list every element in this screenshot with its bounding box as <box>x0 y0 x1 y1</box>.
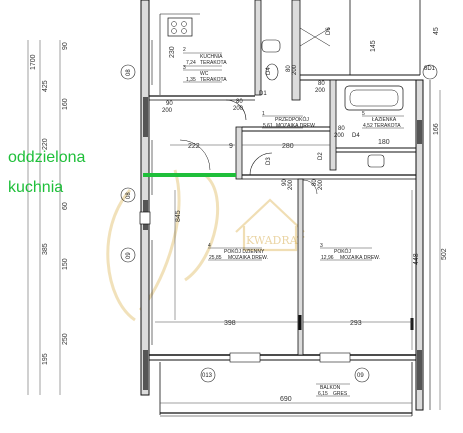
dim-160: 160 <box>62 98 69 110</box>
room-number: 3 <box>320 243 323 249</box>
dim-150: 150 <box>62 258 69 270</box>
room-floor: TERAKOTA <box>374 123 401 129</box>
door-size-w: 80 <box>338 126 345 132</box>
room-area: 1,35 <box>186 77 196 83</box>
room-area: 4,52 <box>363 123 373 129</box>
door-size-h: 200 <box>233 106 244 112</box>
room-balcony: BALKON 6,15 GRES <box>316 383 350 397</box>
dim-280: 280 <box>282 143 294 150</box>
dim-45: 45 <box>433 27 440 35</box>
dimension-labels: 1700 425 160 220 385 60 150 250 195 222 … <box>30 27 448 403</box>
dim-166: 166 <box>433 123 440 135</box>
axis-09: 09 <box>126 252 132 259</box>
dim-690: 690 <box>280 396 292 403</box>
watermark: KWADRAT <box>106 169 305 322</box>
room-number: 1 <box>262 111 265 117</box>
dim-230: 230 <box>169 46 176 58</box>
annotation-line1: oddzielona <box>8 149 86 166</box>
door-d1: D1 <box>259 91 267 97</box>
room-kitchen: 2 KUCHNIA 7,24 TERAKOTA <box>183 47 227 67</box>
room-name: POKÓJ DZIENNY <box>224 248 265 255</box>
room-name: POKÓJ <box>334 248 351 255</box>
room-floor: TERAKOTA <box>200 77 227 83</box>
dim-250: 250 <box>62 333 69 345</box>
annotation-line2: kuchnia <box>8 179 63 196</box>
door-size-w: 80 <box>286 65 292 72</box>
room-wc: 3 WC 1,35 TERAKOTA <box>183 65 227 83</box>
dim-448: 448 <box>413 253 420 265</box>
dim-293: 293 <box>350 320 362 327</box>
door-d2: D2 <box>318 152 324 160</box>
room-labels: 2 KUCHNIA 7,24 TERAKOTA 3 WC 1,35 TERAKO… <box>183 47 404 397</box>
dim-502: 502 <box>441 248 448 260</box>
room-number: 3 <box>183 65 186 71</box>
room-area: 7,24 <box>186 60 196 66</box>
axis-09b: 09 <box>357 373 364 379</box>
dim-425: 425 <box>42 80 49 92</box>
dim-1700: 1700 <box>30 54 37 70</box>
door-labels: D1 D2 D3 D4 D4 D6 80 200 80 200 80 200 9… <box>162 27 360 190</box>
room-area: 6,15 <box>318 391 328 397</box>
door-size-h: 200 <box>334 133 345 139</box>
door-size-w: 80 <box>312 179 318 186</box>
room-number: 2 <box>183 47 186 53</box>
dim-220: 220 <box>42 138 49 150</box>
dim-90: 90 <box>62 42 69 50</box>
room-name: PRZEDPOKÓJ <box>275 116 309 123</box>
axis-08b: 08 <box>126 192 132 199</box>
door-size-w: 80 <box>318 81 325 87</box>
axis-08: 08 <box>126 69 132 76</box>
door-size-h: 200 <box>288 179 294 190</box>
room-number: 4 <box>208 243 211 249</box>
room-floor: MOZAIKA DREW. <box>276 123 316 129</box>
dim-222: 222 <box>188 143 200 150</box>
dim-845: 845 <box>175 210 182 222</box>
door-size-w: 80 <box>236 99 243 105</box>
room-number: 5 <box>362 111 365 117</box>
axis-labels: 08 08 09 013 09 8D1 <box>126 66 436 379</box>
dim-180: 180 <box>378 139 390 146</box>
door-size-w: 90 <box>166 101 173 107</box>
dim-9: 9 <box>229 143 233 150</box>
room-floor: GRES <box>333 391 348 397</box>
door-d4: D4 <box>266 67 272 75</box>
axis-8d1: 8D1 <box>424 66 436 72</box>
door-size-h: 200 <box>315 88 326 94</box>
watermark-house-icon <box>235 198 305 252</box>
axis-013: 013 <box>202 373 213 379</box>
door-d6: D6 <box>326 27 332 35</box>
door-size-w: 90 <box>282 179 288 186</box>
dim-385: 385 <box>42 243 49 255</box>
room-floor: TERAKOTA <box>200 60 227 66</box>
walls <box>139 0 431 417</box>
door-size-h: 200 <box>318 179 324 190</box>
room-name: KUCHNIA <box>200 54 223 60</box>
room-name: BALKON <box>320 385 341 391</box>
room-area: 5,61 <box>263 123 273 129</box>
room-hallway: 1 PRZEDPOKÓJ 5,61 MOZAIKA DREW. <box>262 111 316 129</box>
room-name: ŁAZIENKA <box>372 117 397 123</box>
door-d4b: D4 <box>352 133 360 139</box>
door-size-h: 200 <box>162 108 173 114</box>
dim-398: 398 <box>224 320 236 327</box>
axis-markers <box>120 64 438 383</box>
dim-145: 145 <box>370 40 377 52</box>
room-name: WC <box>200 71 209 77</box>
room-floor: MOZAIKA DREW. <box>340 255 380 261</box>
dim-60: 60 <box>62 202 69 210</box>
room-area: 25,85 <box>209 255 222 261</box>
room-bathroom: 5 ŁAZIENKA 4,52 TERAKOTA <box>362 111 404 129</box>
door-size-h: 200 <box>292 64 298 75</box>
room-floor: MOZAIKA DREW. <box>228 255 268 261</box>
watermark-brand: KWADRAT <box>246 234 305 247</box>
dimension-lines <box>27 40 441 410</box>
room-area: 12,96 <box>321 255 334 261</box>
room-bedroom: 3 POKÓJ 12,96 MOZAIKA DREW. <box>320 243 380 261</box>
dim-195: 195 <box>42 353 49 365</box>
door-d3: D3 <box>266 157 272 165</box>
room-living: 4 POKÓJ DZIENNY 25,85 MOZAIKA DREW. <box>208 243 268 261</box>
